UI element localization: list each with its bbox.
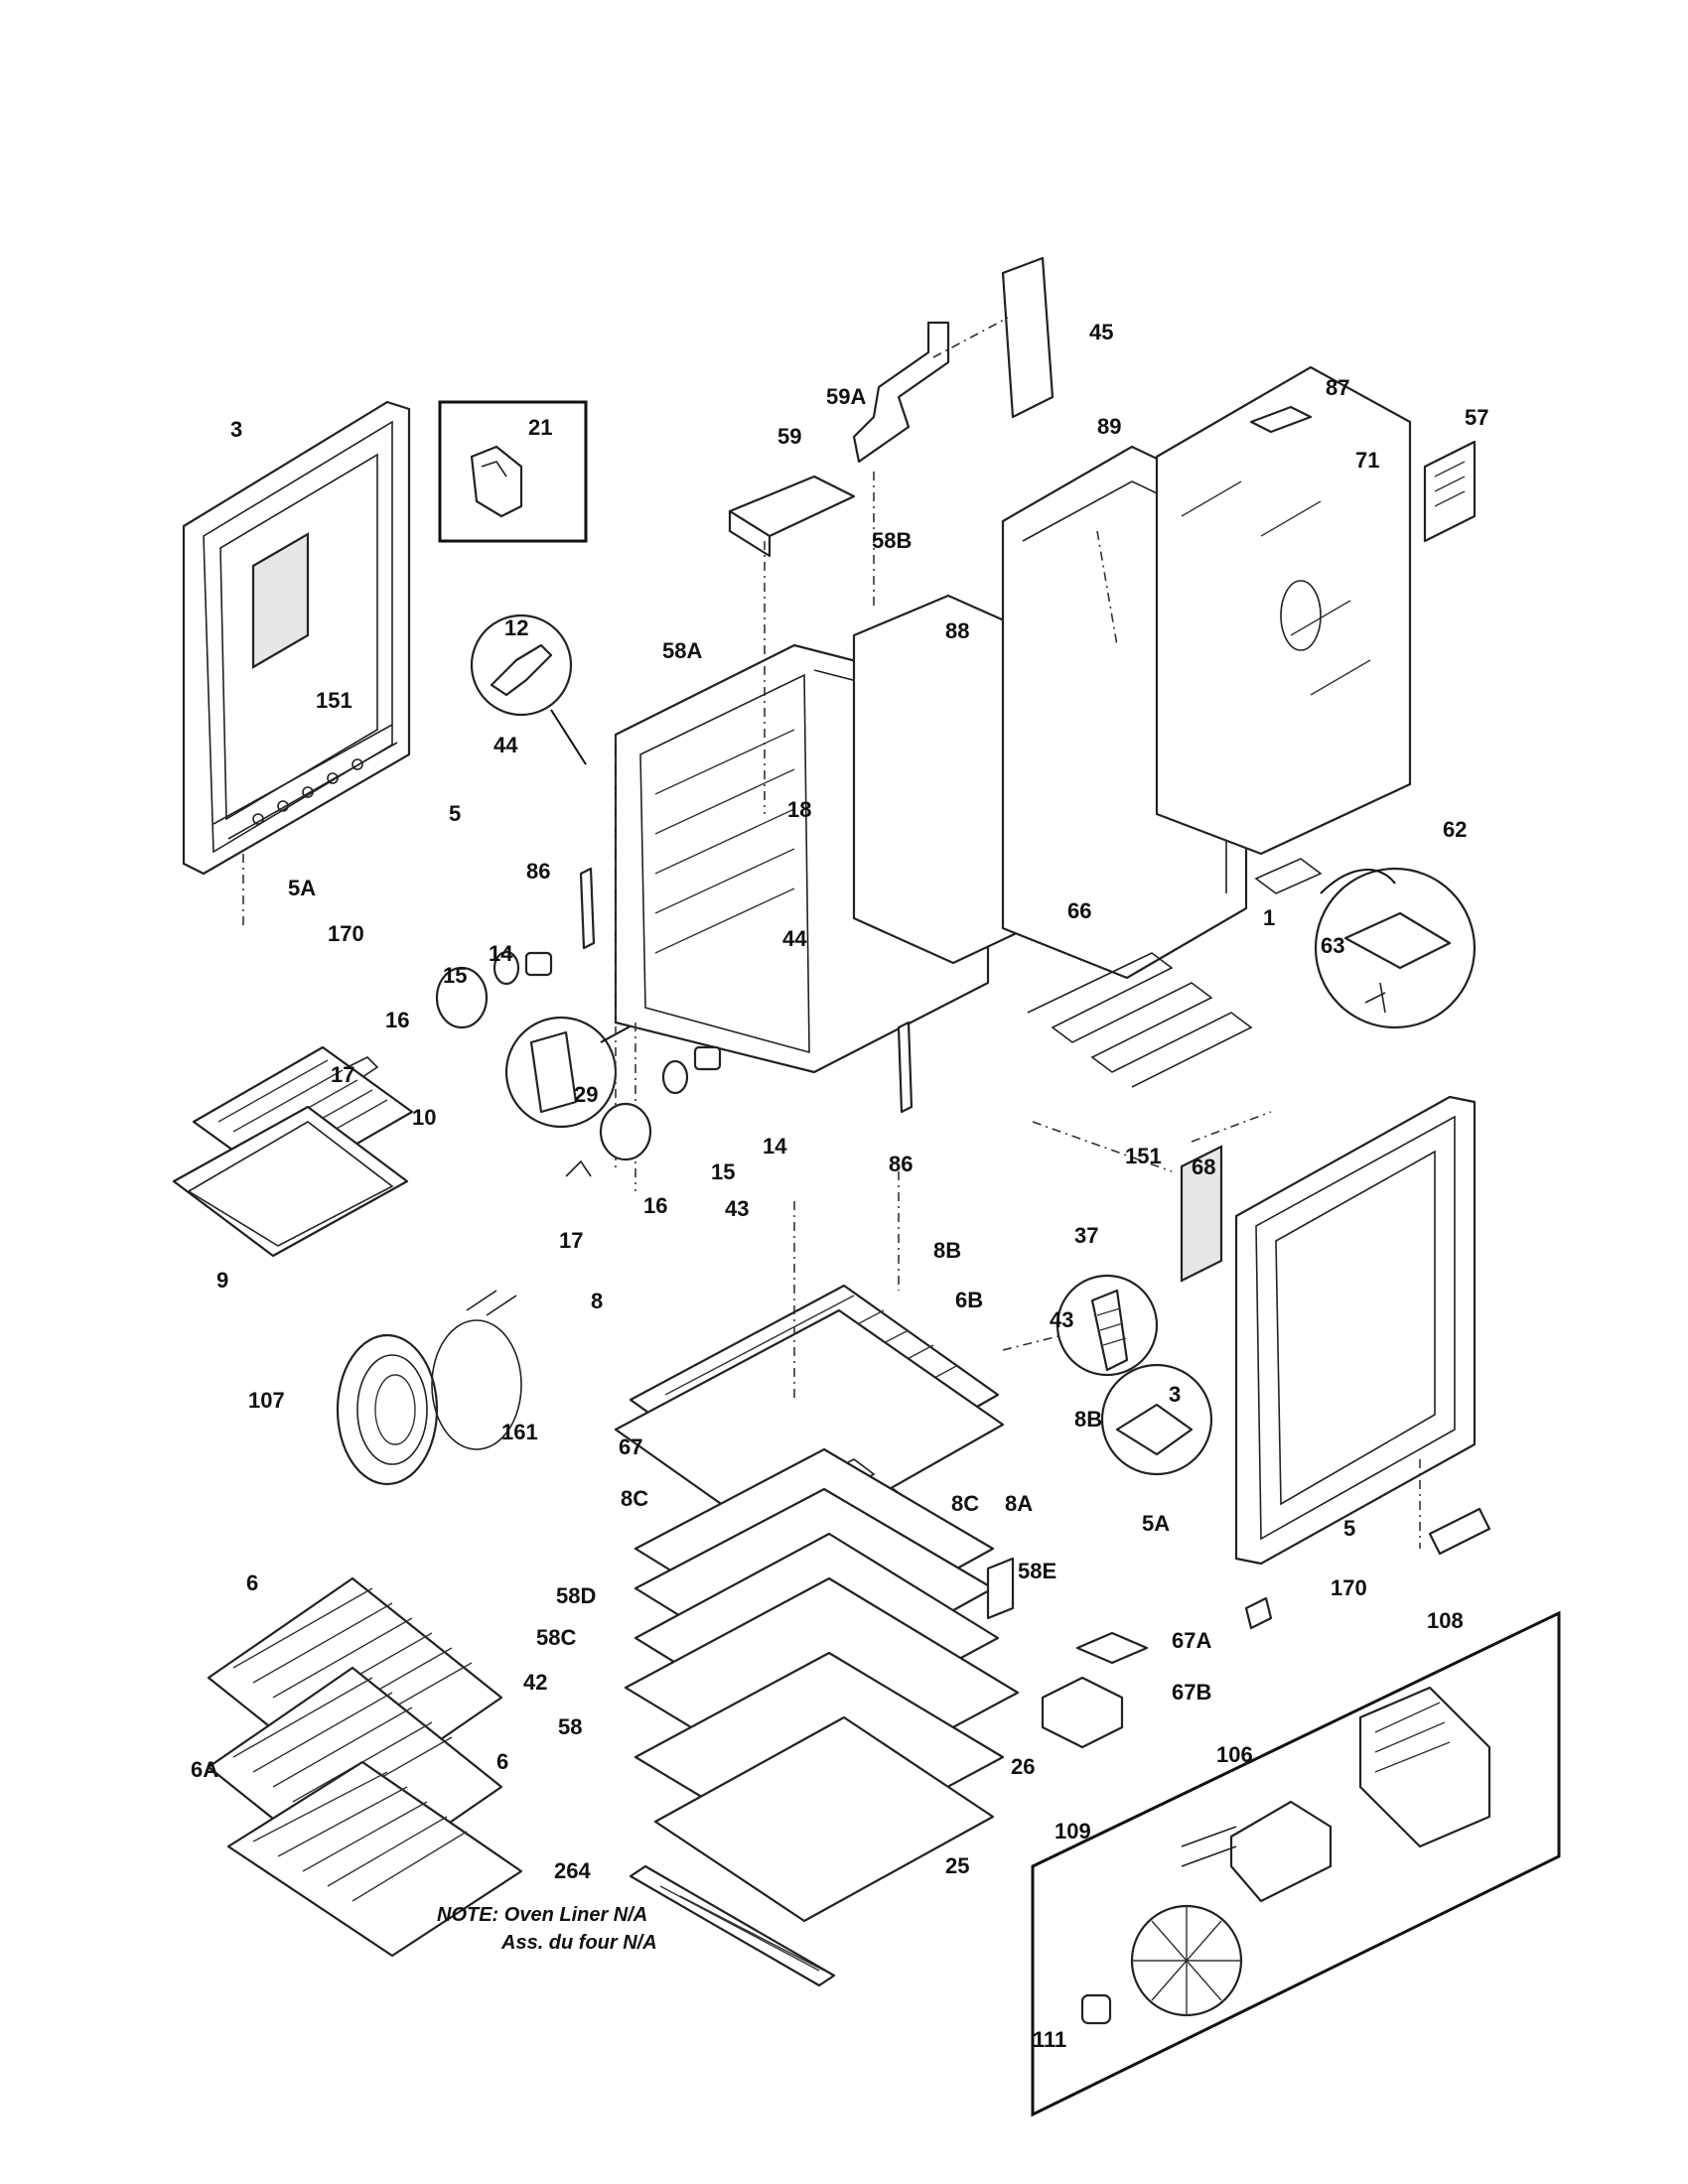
callout-25: 25 [945,1853,969,1878]
callout-26: 26 [1011,1754,1035,1779]
callout-8B-top: 8B [933,1238,961,1263]
callout-59: 59 [777,424,801,449]
callout-16-mid: 16 [643,1193,667,1218]
callout-5-left: 5 [449,801,461,826]
callout-1: 1 [1263,905,1275,930]
callout-17-left: 17 [331,1062,354,1087]
callout-151-left: 151 [316,688,352,713]
callout-151-right: 151 [1125,1144,1162,1168]
callout-3-top: 3 [230,417,242,442]
callout-15-left: 15 [443,963,467,988]
note-line-1: NOTE: Oven Liner N/A [437,1904,647,1926]
callout-29: 29 [574,1082,598,1107]
callout-87: 87 [1326,375,1349,400]
callout-45: 45 [1089,320,1113,344]
callout-111: 111 [1033,2027,1066,2052]
side-panel-right [1100,1095,1491,1630]
callout-9: 9 [216,1268,228,1293]
callout-8C-right: 8C [951,1491,979,1516]
part-43-detail [1055,1274,1159,1377]
callout-44-mid: 44 [782,926,807,951]
callout-66: 66 [1067,898,1091,923]
callout-58: 58 [558,1714,582,1739]
callout-8B-bottom: 8B [1074,1407,1102,1432]
callout-58E: 58E [1018,1559,1056,1583]
lamp-assembly-left [347,950,553,1078]
part-21-box [438,400,588,543]
callout-68: 68 [1192,1155,1215,1179]
callout-59A: 59A [826,384,866,409]
callout-71: 71 [1355,448,1379,473]
part-62-detail [1254,858,1477,1029]
fan-motor-inset [1031,1610,1561,2117]
callout-44-left: 44 [493,733,518,757]
callout-58D: 58D [556,1583,596,1608]
callout-15-mid: 15 [711,1160,735,1184]
oven-racks [207,1576,523,1958]
callout-6B: 6B [955,1288,983,1312]
callout-labels: 3 21 151 12 44 5 5A 170 86 15 14 16 17 1… [191,320,1488,2052]
callout-16-left: 16 [385,1008,409,1032]
callout-88: 88 [945,618,969,643]
lower-assembly [624,1447,1020,1987]
callout-6-bottom: 6 [496,1749,508,1774]
callout-10: 10 [412,1105,436,1130]
note-line-2: Ass. du four N/A [500,1932,657,1954]
callout-57: 57 [1465,405,1488,430]
part-12-detail [470,614,587,765]
broil-element [1027,952,1272,1172]
callout-37: 37 [1074,1223,1098,1248]
callout-8: 8 [591,1289,603,1313]
callout-8C-left: 8C [621,1486,648,1511]
callout-58B: 58B [872,528,912,553]
broil-pan [172,1045,414,1258]
callout-6A: 6A [191,1757,218,1782]
callout-58A: 58A [662,638,702,663]
callout-63: 63 [1321,933,1344,958]
fan-cover [336,1290,522,1486]
callout-12: 12 [504,615,528,640]
bracket-67 [1041,1631,1149,1749]
back-panels [1001,365,1477,980]
callout-42: 42 [523,1670,547,1695]
callout-14-left: 14 [489,941,513,966]
note-block: NOTE: Oven Liner N/A Ass. du four N/A [437,1904,657,1954]
callout-3-right: 3 [1169,1382,1181,1407]
callout-86-left: 86 [526,859,550,884]
callout-106: 106 [1216,1742,1253,1767]
callout-5-right: 5 [1343,1516,1355,1541]
top-components [728,256,1055,558]
callout-18: 18 [787,797,811,822]
assembly-lines [242,472,1421,1549]
callout-5A-right: 5A [1142,1511,1170,1536]
callout-43-top: 43 [725,1196,749,1221]
callout-58C: 58C [536,1625,576,1650]
callout-67B: 67B [1172,1680,1211,1705]
callout-67: 67 [619,1434,642,1459]
callout-109: 109 [1055,1819,1091,1843]
callout-67A: 67A [1172,1628,1211,1653]
callout-264: 264 [554,1858,591,1883]
lamp-assembly-mid [565,867,914,1177]
side-panel-left [182,400,411,876]
callout-170-left: 170 [328,921,364,946]
callout-43-circle: 43 [1050,1307,1073,1332]
callout-14-mid: 14 [763,1134,787,1159]
callout-21: 21 [528,415,552,440]
callout-170-right: 170 [1331,1575,1367,1600]
callout-17-mid: 17 [559,1228,583,1253]
oven-cavity [614,594,1040,1191]
callout-108: 108 [1427,1608,1464,1633]
callout-6-top: 6 [246,1570,258,1595]
callout-5A-left: 5A [288,876,316,900]
rack-and-pan-8 [614,1284,1005,1551]
callout-62: 62 [1443,817,1467,842]
callout-86-mid: 86 [889,1152,913,1176]
callout-107: 107 [248,1388,285,1413]
callout-161: 161 [501,1420,538,1444]
callout-8A: 8A [1005,1491,1033,1516]
callout-89: 89 [1097,414,1121,439]
